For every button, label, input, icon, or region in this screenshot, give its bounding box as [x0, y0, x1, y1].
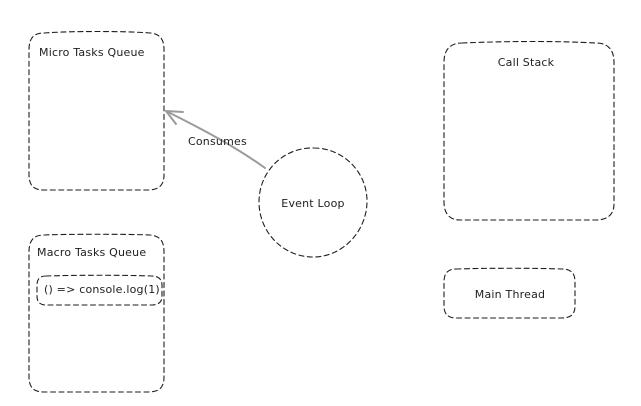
main-thread-box[interactable] — [443, 267, 576, 319]
call-stack-box[interactable] — [443, 40, 615, 221]
macro-task-item-label: () => console.log(1) — [44, 283, 160, 296]
consumes-edge-label: Consumes — [188, 135, 247, 148]
consumes-arrow-head — [165, 110, 184, 125]
micro-tasks-queue-box[interactable] — [28, 30, 165, 191]
macro-tasks-queue-title: Macro Tasks Queue — [37, 246, 147, 259]
call-stack-title: Call Stack — [497, 56, 555, 69]
macro-task-item-box[interactable] — [36, 274, 163, 306]
main-thread-label: Main Thread — [474, 288, 546, 301]
event-loop-circle[interactable] — [258, 147, 368, 258]
event-loop-label: Event Loop — [281, 197, 345, 210]
consumes-arrow-line — [165, 110, 266, 169]
micro-tasks-queue-title: Micro Tasks Queue — [39, 46, 145, 59]
macro-tasks-queue-box[interactable] — [28, 233, 165, 393]
